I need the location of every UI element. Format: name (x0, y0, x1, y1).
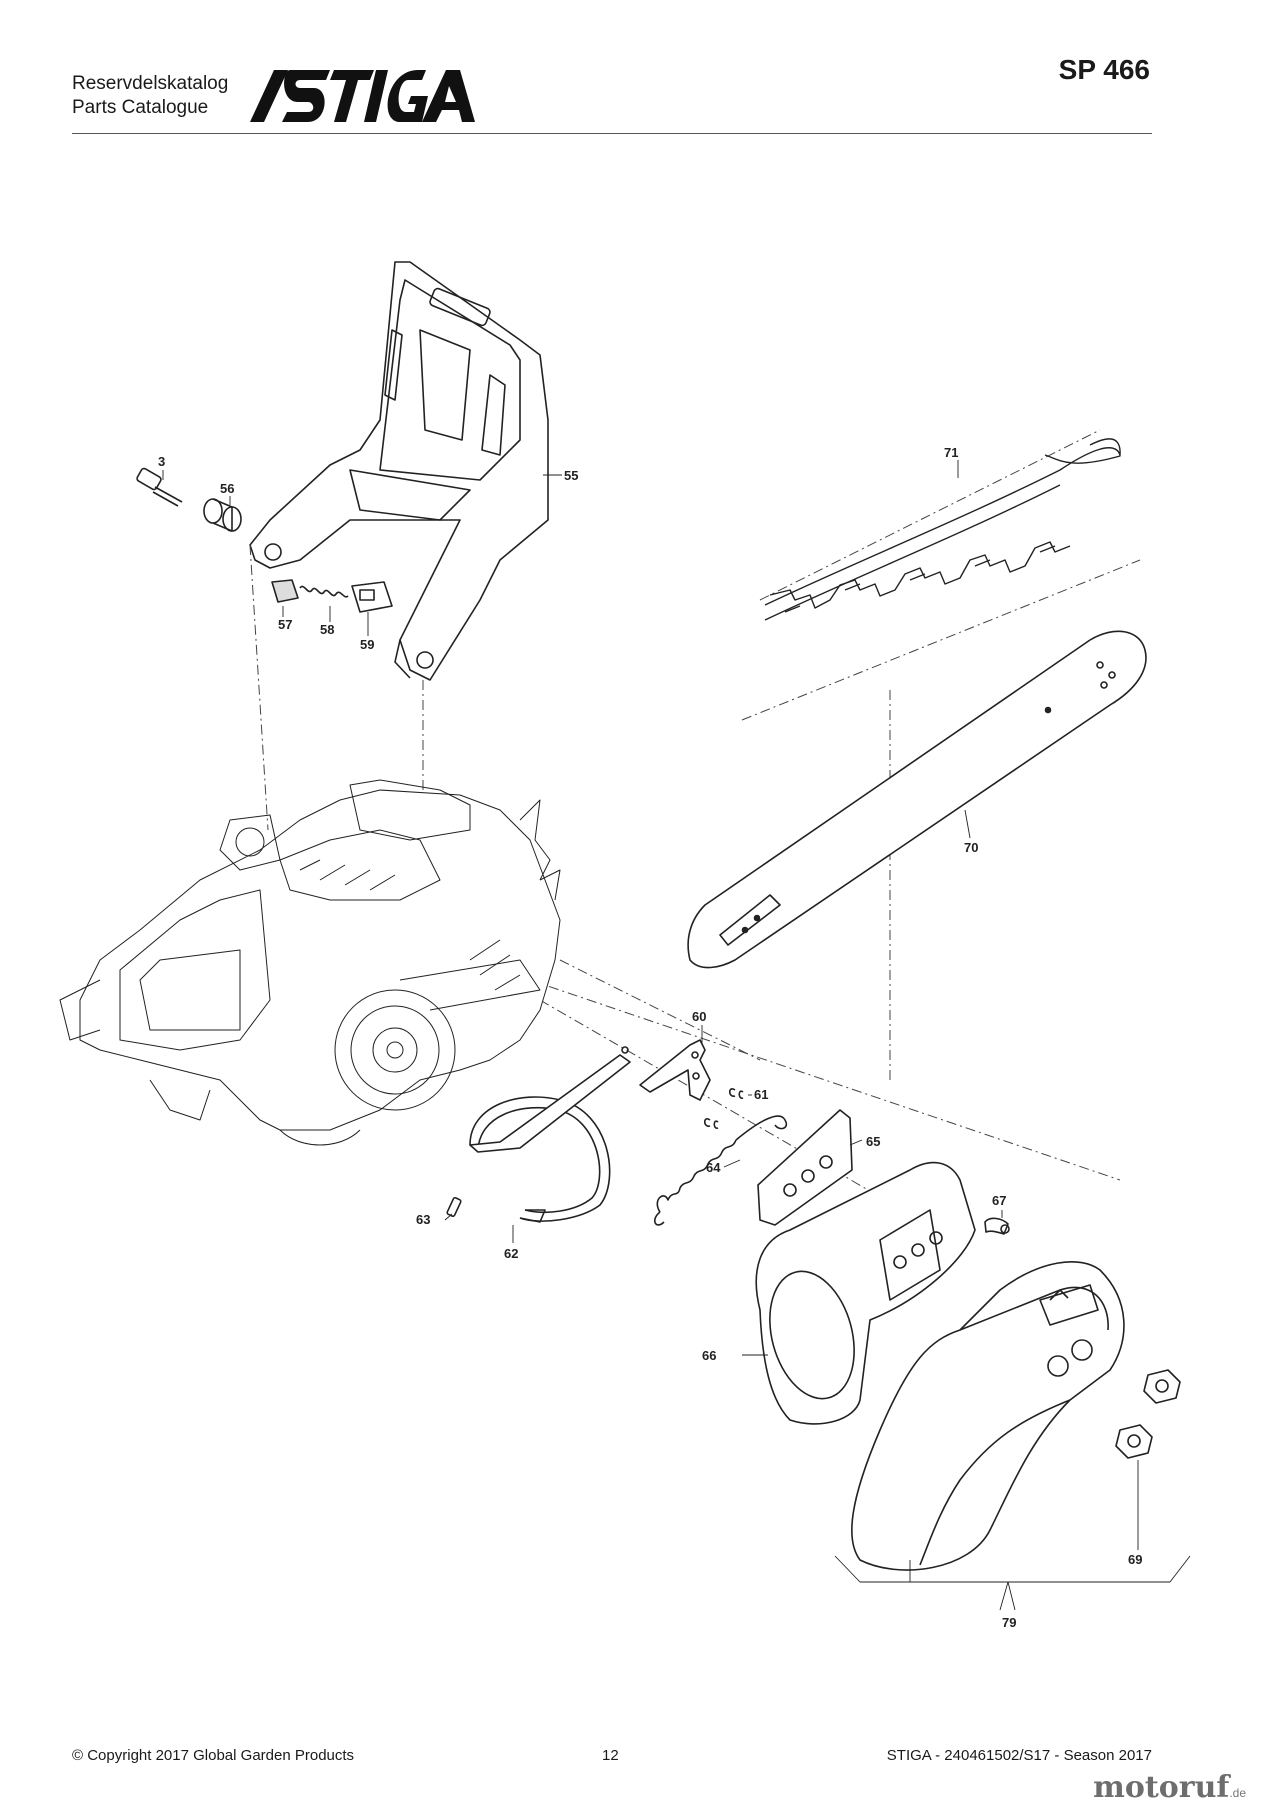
watermark-tld: .de (1229, 1786, 1246, 1800)
callout-3: 3 (158, 454, 165, 469)
stud-part-67 (984, 1217, 1010, 1235)
document-reference: STIGA - 240461502/S17 - Season 2017 (886, 1747, 1152, 1764)
callout-56: 56 (220, 481, 234, 496)
page-number: 12 (602, 1747, 619, 1764)
inner-side-cover-part-66 (755, 1161, 976, 1425)
catalog-title-swedish: Reservdelskatalog (72, 73, 229, 94)
spring-assembly-57-59 (271, 579, 393, 613)
bushing-part-56 (203, 498, 242, 532)
callout-57: 57 (278, 617, 292, 632)
callout-79: 79 (1002, 1615, 1016, 1630)
callout-69: 69 (1128, 1552, 1142, 1567)
model-number: SP 466 (1058, 54, 1150, 85)
screw-part-3 (136, 467, 183, 507)
callout-70: 70 (964, 840, 978, 855)
stiga-logo (250, 64, 475, 129)
page-header: Reservdelskatalog Parts Catalogue SP 466 (0, 0, 1272, 140)
brake-band-part-62 (469, 1046, 631, 1223)
callout-63: 63 (416, 1212, 430, 1227)
saw-chain-part-71 (764, 438, 1121, 621)
callout-62: 62 (504, 1246, 518, 1261)
motoruf-watermark: motoruf.de (1093, 1770, 1246, 1805)
circlip-part-61 (703, 1088, 744, 1129)
guide-bar-part-70 (687, 630, 1147, 969)
callout-61: 61 (754, 1087, 768, 1102)
exploded-parts-diagram: 3 55 56 57 58 59 60 61 62 63 64 65 66 67… (0, 150, 1272, 1670)
catalog-title: Reservdelskatalog Parts Catalogue (72, 72, 228, 120)
page-footer: © Copyright 2017 Global Garden Products … (72, 1747, 1152, 1771)
callout-60: 60 (692, 1009, 706, 1024)
watermark-name: motoruf (1093, 1770, 1230, 1805)
front-hand-guard-part (249, 261, 549, 681)
callout-59: 59 (360, 637, 374, 652)
clutch-cover-part-79 (851, 1261, 1125, 1571)
catalog-title-english: Parts Catalogue (72, 97, 209, 118)
callout-58: 58 (320, 622, 334, 637)
header-rule (72, 133, 1152, 134)
callout-67: 67 (992, 1193, 1006, 1208)
callout-71: 71 (944, 445, 958, 460)
bar-nut-part-69 (1115, 1369, 1181, 1459)
brake-lever-part-60 (639, 1039, 711, 1101)
tension-spring-part-64 (653, 1115, 788, 1226)
callout-55: 55 (564, 468, 578, 483)
pin-part-63 (446, 1197, 462, 1217)
copyright-text: © Copyright 2017 Global Garden Products (72, 1747, 355, 1764)
powerhead-engine-body (59, 779, 561, 1146)
callout-66: 66 (702, 1348, 716, 1363)
callout-64: 64 (706, 1160, 721, 1175)
guide-plate-part-65 (757, 1109, 853, 1226)
callout-65: 65 (866, 1134, 880, 1149)
